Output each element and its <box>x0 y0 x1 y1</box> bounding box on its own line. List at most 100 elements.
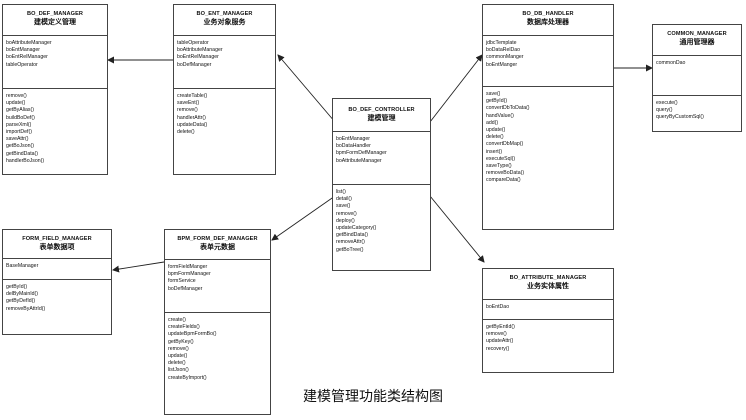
method-item: saveEnt() <box>177 100 200 107</box>
method-item: removeAttr() <box>336 239 365 246</box>
class-name: FORM_FIELD_MANAGER <box>22 236 92 242</box>
class-fields: boEntDao <box>483 300 613 320</box>
field-item: formFieldManger <box>168 264 208 270</box>
arrow-bpmform-to-formfield <box>112 261 165 273</box>
field-item: boDataHandler <box>336 143 371 150</box>
class-name: BO_DB_HANDLER <box>522 11 574 17</box>
method-item: handlerAttr() <box>177 114 206 121</box>
class-name: BPM_FORM_DEF_MANAGER <box>177 236 258 242</box>
method-item: updateCategory() <box>336 225 377 232</box>
field-item: bpmFormDefManager <box>336 150 387 157</box>
class-name: BO_ATTRIBUTE_MANAGER <box>509 275 587 281</box>
method-item: detail() <box>336 196 352 203</box>
method-item: delete() <box>177 129 195 136</box>
field-item: boDataRelDao <box>486 47 521 54</box>
method-item: getBindData() <box>336 232 369 239</box>
class-header: BO_DEF_MANAGER 建模定义管理 <box>3 5 107 36</box>
method-item: importDef() <box>6 129 32 136</box>
class-title: 表单数据项 <box>39 244 75 251</box>
field-item: bpmFormManager <box>168 271 211 278</box>
class-methods: createTable() saveEnt() remove() handler… <box>174 89 275 139</box>
method-item: update() <box>486 127 506 134</box>
arrow-controller-to-dbhandler <box>429 54 483 123</box>
class-title: 通用管理器 <box>679 39 715 46</box>
method-item: getBindData() <box>6 150 39 157</box>
field-item: boAttributeManager <box>336 157 382 164</box>
method-item: convertDbMap() <box>486 141 524 148</box>
class-title: 数据库处理器 <box>527 19 569 26</box>
method-item: updateBpmFormBo() <box>168 331 217 338</box>
method-item: saveType() <box>486 163 512 170</box>
method-item: getBoJson() <box>6 143 34 150</box>
field-item: boAttributeManager <box>6 40 52 46</box>
method-item: create() <box>168 317 186 323</box>
arrow-controller-to-attribute <box>429 195 485 263</box>
method-item: getByAlias() <box>6 107 34 114</box>
field-item: boEntManager <box>336 136 371 142</box>
method-item: updateData() <box>177 121 208 128</box>
class-fields: formFieldManger bpmFormManager formServi… <box>165 260 270 313</box>
method-item: createFields() <box>168 324 200 331</box>
field-item: jdbcTemplate <box>486 40 517 46</box>
method-item: remove() <box>336 210 357 217</box>
field-item: tableOperator <box>6 61 38 68</box>
method-item: saveAttr() <box>6 136 29 143</box>
class-name: BO_ENT_MANAGER <box>196 11 253 17</box>
class-header: BO_DEF_CONTROLLER 建模管理 <box>333 99 430 132</box>
method-item: query() <box>656 107 673 114</box>
method-item: deploy() <box>336 217 355 224</box>
method-item: execute() <box>656 100 678 106</box>
method-item: removeByAttrId() <box>6 305 46 312</box>
class-methods: create() createFields() updateBpmFormBo(… <box>165 313 270 385</box>
method-item: delete() <box>168 360 186 367</box>
class-box-common-manager: COMMON_MANAGER 通用管理器 commonDao execute()… <box>652 24 742 132</box>
field-item: boEntManger <box>486 61 518 68</box>
class-fields: commonDao <box>653 56 741 96</box>
field-item: boEntRelManager <box>177 54 219 61</box>
class-title: 业务实体属性 <box>527 283 569 290</box>
method-item: remove() <box>486 331 507 338</box>
class-methods: list() detail() save() remove() deploy()… <box>333 185 430 257</box>
class-name: BO_DEF_MANAGER <box>26 11 84 17</box>
method-item: convertDbToData() <box>486 105 530 112</box>
class-title: 表单元数据 <box>200 244 235 251</box>
class-header: BO_ATTRIBUTE_MANAGER 业务实体属性 <box>483 269 613 300</box>
class-box-bo-db-handler: BO_DB_HANDLER 数据库处理器 jdbcTemplate boData… <box>482 4 614 230</box>
class-fields: boEntManager boDataHandler bpmFormDefMan… <box>333 132 430 185</box>
method-item: handlerBoJson() <box>6 157 45 164</box>
method-item: delete() <box>486 134 504 141</box>
class-title: 建模定义管理 <box>34 19 76 26</box>
method-item: compareData() <box>486 177 521 184</box>
method-item: update() <box>168 353 188 360</box>
method-item: getByEntId() <box>486 324 515 330</box>
diagram-caption: 建模管理功能类结构图 <box>303 389 443 405</box>
field-item: commonManger <box>486 54 524 61</box>
method-item: save() <box>336 203 351 210</box>
method-item: createByImport() <box>168 374 207 381</box>
class-title: 建模管理 <box>367 115 396 122</box>
method-item: recovery() <box>486 345 510 352</box>
method-item: remove() <box>168 345 189 352</box>
class-methods: getByEntId() remove() updateAttr() recov… <box>483 320 613 356</box>
method-item: handValue() <box>486 112 514 119</box>
field-item: tableOperator <box>177 40 209 46</box>
field-item: boDefManager <box>168 285 203 292</box>
class-fields: BaseManager <box>3 259 111 280</box>
field-item: BaseManager <box>6 263 39 269</box>
method-item: executeSql() <box>486 155 516 162</box>
method-item: getBoTree() <box>336 246 364 253</box>
method-item: removeBoData() <box>486 170 525 177</box>
class-methods: save() getById() convertDbToData() handV… <box>483 87 613 188</box>
method-item: insert() <box>486 148 503 155</box>
method-item: update() <box>6 100 26 107</box>
class-box-bo-def-controller: BO_DEF_CONTROLLER 建模管理 boEntManager boDa… <box>332 98 431 271</box>
field-item: boEntRelManager <box>6 54 48 61</box>
class-methods: getById() delByMainId() getByDefId() rem… <box>3 280 111 316</box>
class-name: COMMON_MANAGER <box>667 31 727 37</box>
method-item: createTable() <box>177 93 208 99</box>
method-item: updateAttr() <box>486 338 514 345</box>
field-item: commonDao <box>656 60 686 66</box>
class-header: COMMON_MANAGER 通用管理器 <box>653 25 741 56</box>
field-item: formService <box>168 278 196 285</box>
